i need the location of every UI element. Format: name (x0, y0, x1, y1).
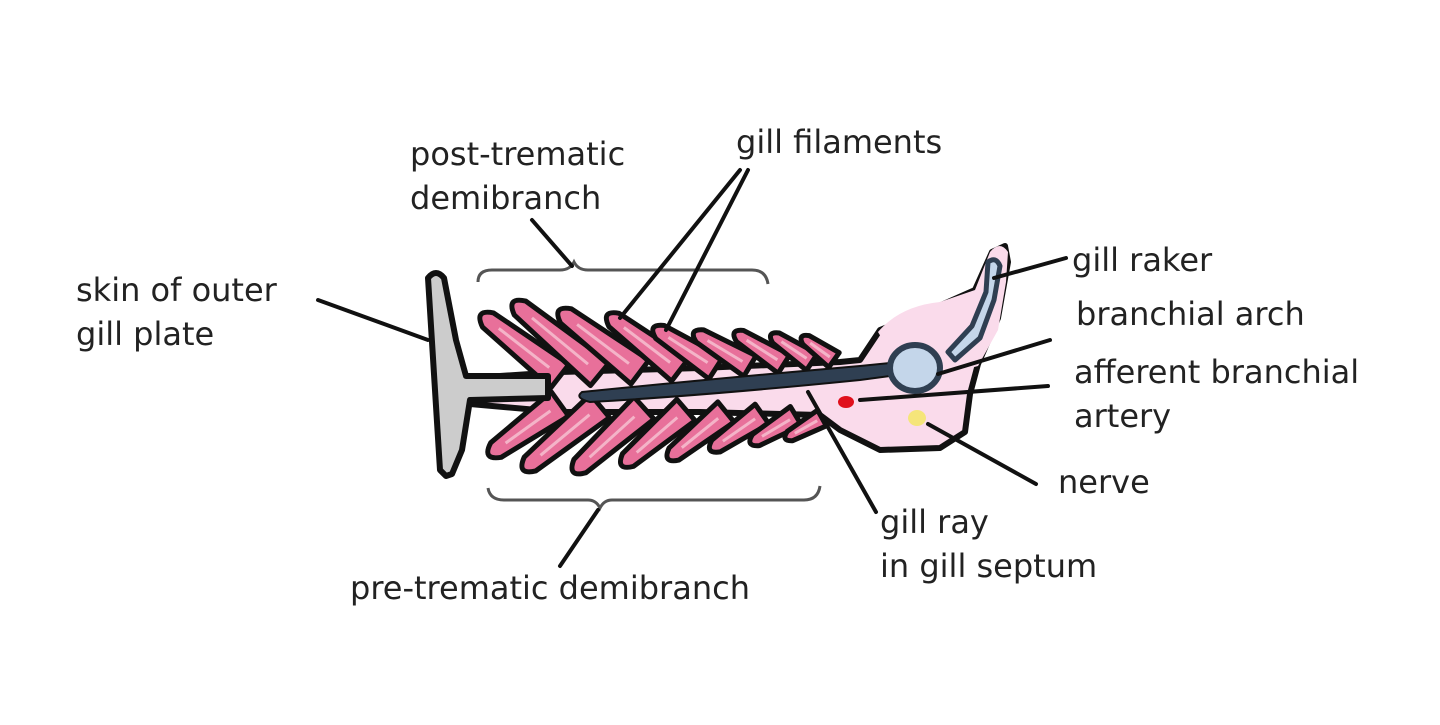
leader-artery (858, 384, 1050, 402)
leader-filaments-2 (664, 168, 750, 332)
leader-nerve (926, 422, 1038, 486)
leader-post-trematic (530, 218, 574, 268)
leader-raker (992, 256, 1068, 280)
pre-trematic-filaments (485, 389, 829, 477)
branchial-arch-cartilage (887, 342, 943, 394)
lower-filament-highlight (588, 415, 636, 459)
label-nerve: nerve (1058, 463, 1150, 501)
upper-filament-highlight (497, 327, 551, 369)
lower-filament-highlight (761, 418, 791, 438)
leader-filaments-1 (618, 168, 742, 320)
upper-filament-highlight (745, 338, 779, 362)
lower-filament-highlight (539, 413, 591, 457)
leader-pre-trematic (558, 508, 600, 568)
upper-filament-highlight (622, 326, 672, 364)
label-gill-ray-in-gill-septum: gill ray in gill septum (880, 503, 1098, 585)
label-branchial-arch: branchial arch (1076, 295, 1305, 333)
lower-filament-highlight (504, 409, 552, 445)
label-pre-trematic-demibranch: pre-trematic demibranch (350, 569, 750, 607)
lower-filament-highlight (635, 416, 679, 454)
upper-filament-highlight (531, 316, 589, 366)
upper-filament-highlight (780, 340, 808, 360)
label-afferent-branchial-artery: afferent branchial artery (1074, 353, 1360, 435)
label-gill-filaments: gill filaments (736, 123, 943, 161)
gill-ray-bar (578, 360, 907, 404)
pre-trematic-brace (486, 485, 822, 512)
upper-filament-highlight (667, 336, 709, 364)
raker-cartilage (945, 257, 1003, 363)
leader-arch (936, 338, 1052, 376)
label-skin-of-outer-gill-plate: skin of outer gill plate (76, 271, 277, 353)
leader-skin (316, 298, 430, 342)
upper-filament-highlight (576, 323, 630, 365)
leader-lines (316, 168, 1068, 568)
label-post-trematic-demibranch: post-trematic demibranch (410, 135, 626, 217)
upper-filament-highlight (706, 339, 744, 363)
outer-gill-plate (425, 270, 551, 479)
lower-filament-highlight (794, 419, 818, 435)
leader-gill-ray (806, 390, 878, 514)
lower-filament-highlight (722, 417, 756, 443)
upper-filament-highlight (809, 341, 831, 359)
post-trematic-brace (476, 258, 770, 285)
post-trematic-filaments (477, 297, 842, 391)
label-gill-raker: gill raker (1072, 241, 1213, 279)
lower-filament-highlight (680, 417, 720, 449)
afferent-artery-dot (838, 396, 854, 408)
nerve-dot (908, 410, 926, 426)
